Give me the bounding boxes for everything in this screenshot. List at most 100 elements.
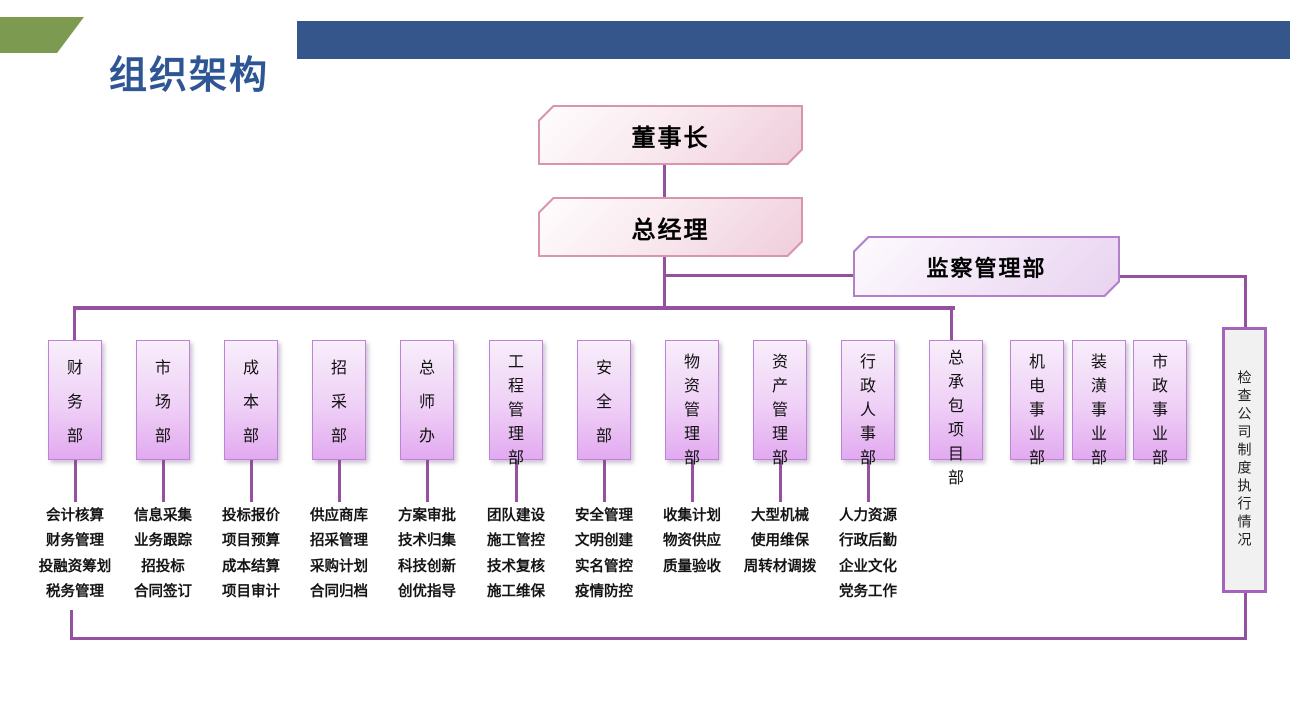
department-name-char: 市 — [1151, 354, 1168, 371]
department-name-char: 部 — [771, 450, 788, 467]
duty-item: 方案审批 — [398, 508, 456, 524]
department-name-char: 本 — [242, 394, 259, 411]
department-name-char: 物 — [683, 354, 700, 371]
department-name-char: 管 — [771, 402, 788, 419]
department-name-char: 安 — [595, 360, 612, 377]
duty-item: 采购计划 — [310, 558, 368, 575]
duty-item: 周转材调拨 — [743, 558, 817, 575]
department-box: 财务部 — [48, 340, 102, 460]
duty-item: 科技创新 — [398, 558, 456, 575]
department-box: 行政人事部 — [841, 340, 895, 467]
department-name-char: 部 — [859, 450, 876, 467]
department-name-char: 装 — [1090, 354, 1107, 371]
connector-line — [70, 610, 73, 640]
department-name-char: 包 — [947, 398, 964, 415]
department-name-char: 事 — [859, 426, 876, 443]
department-name-char: 业 — [1151, 426, 1168, 443]
department-name-char: 业 — [1090, 426, 1107, 443]
department-name-char: 政 — [1151, 378, 1168, 395]
duty-item: 合同签订 — [134, 584, 192, 601]
department-name-char: 总 — [947, 350, 964, 367]
department-name-char: 资 — [771, 354, 788, 371]
department-name-char: 财 — [66, 360, 83, 377]
department-name-char: 招 — [330, 360, 347, 377]
duty-item: 项目审计 — [222, 584, 280, 601]
connector-line — [70, 637, 1247, 640]
connector-line — [73, 306, 76, 341]
department-box: 物资管理部 — [665, 340, 719, 467]
department-name-char: 总 — [418, 360, 435, 377]
node-chairman-label: 董事长 — [631, 124, 710, 152]
duty-item: 收集计划 — [663, 508, 721, 524]
duty-list: 信息采集业务跟踪招投标合同签订 — [98, 504, 228, 606]
department-name-char: 师 — [418, 394, 435, 411]
connector-line — [1244, 591, 1247, 639]
node-fill: 董事长 — [540, 107, 801, 163]
department-name-char: 部 — [330, 428, 347, 445]
connector-line — [1244, 275, 1247, 328]
department-name-char: 管 — [507, 402, 524, 419]
duty-list: 供应商库招采管理采购计划合同归档 — [274, 504, 404, 606]
duty-item: 信息采集 — [134, 508, 192, 524]
duty-item: 成本结算 — [222, 558, 280, 575]
department-name-char: 项 — [947, 422, 964, 439]
title-bar — [297, 21, 1290, 59]
connector-line — [515, 460, 518, 502]
department-box: 总承包项目部 — [929, 340, 983, 487]
duty-list: 方案审批技术归集科技创新创优指导 — [362, 504, 492, 606]
connector-line — [162, 460, 165, 502]
duty-item: 招投标 — [141, 558, 185, 575]
department-name-char: 务 — [66, 394, 83, 411]
department-name-char: 部 — [154, 428, 171, 445]
department-box: 安全部 — [577, 340, 631, 460]
department-name-char: 成 — [242, 360, 259, 377]
duty-item: 物资供应 — [663, 533, 721, 550]
duty-item: 党务工作 — [839, 584, 897, 601]
duty-item: 合同归档 — [310, 584, 368, 601]
duty-item: 项目预算 — [222, 533, 280, 550]
department-name-char: 潢 — [1090, 378, 1107, 395]
duty-item: 施工维保 — [487, 584, 545, 601]
duty-list: 团队建设施工管控技术复核施工维保 — [451, 504, 581, 606]
duty-item: 大型机械 — [751, 508, 809, 524]
connector-line — [1118, 275, 1247, 278]
connector-line — [663, 165, 666, 198]
department-name-char: 工 — [507, 354, 524, 371]
department-name-char: 承 — [947, 374, 964, 391]
department-name-char: 场 — [154, 394, 171, 411]
department-name-char: 事 — [1090, 402, 1107, 419]
duty-item: 文明创建 — [575, 533, 633, 550]
department-name-char: 事 — [1028, 402, 1045, 419]
duty-item: 税务管理 — [46, 584, 104, 601]
connector-line — [250, 460, 253, 502]
duty-list: 会计核算财务管理投融资筹划税务管理 — [10, 504, 140, 606]
connector-line — [691, 460, 694, 502]
department-name-char: 部 — [242, 428, 259, 445]
duty-item: 投标报价 — [222, 508, 280, 524]
department-name-char: 人 — [859, 402, 876, 419]
duty-item: 财务管理 — [46, 533, 104, 550]
node-fill: 监察管理部 — [855, 238, 1118, 295]
duty-item: 人力资源 — [839, 508, 897, 524]
connector-line — [950, 306, 953, 341]
department-name-char: 资 — [683, 378, 700, 395]
duty-item: 招采管理 — [310, 533, 368, 550]
duty-item: 团队建设 — [487, 508, 545, 524]
department-name-char: 电 — [1028, 378, 1045, 395]
department-name-char: 市 — [154, 360, 171, 377]
duty-item: 使用维保 — [751, 533, 809, 550]
department-name-char: 部 — [1151, 450, 1168, 467]
duty-item: 技术归集 — [398, 533, 456, 550]
connector-line — [74, 460, 77, 502]
duty-item: 会计核算 — [46, 508, 104, 524]
department-name-char: 事 — [1151, 402, 1168, 419]
connector-line — [779, 460, 782, 502]
department-box: 总师办 — [400, 340, 454, 460]
duty-list: 大型机械使用维保周转材调拨 — [715, 504, 845, 580]
department-name-char: 程 — [507, 378, 524, 395]
connector-line — [663, 257, 666, 309]
duty-item: 施工管控 — [487, 533, 545, 550]
connector-line — [338, 460, 341, 502]
node-supervision-dept: 监察管理部 — [853, 236, 1120, 297]
department-name-char: 理 — [771, 426, 788, 443]
